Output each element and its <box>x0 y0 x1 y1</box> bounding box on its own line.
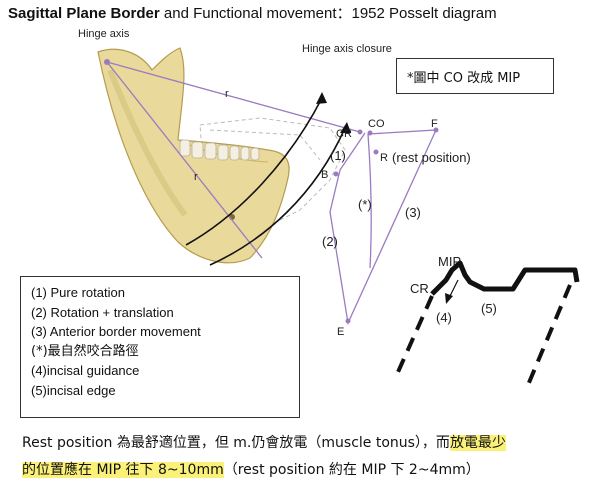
legend-item: (2) Rotation + translation <box>31 304 174 320</box>
title-rest: and Functional movement：1952 Posselt dia… <box>159 5 497 22</box>
label-path-5: (5) <box>481 301 497 316</box>
diagram-title: Sagittal Plane Border and Functional mov… <box>8 2 497 23</box>
label-radius-mid: r <box>194 171 198 183</box>
caption-line-1: Rest position 為最舒適位置，但 m.仍會放電（muscle ton… <box>22 432 506 452</box>
caption-highlight: 放電最少 <box>449 435 506 451</box>
label-rest-position: (rest position) <box>392 150 471 165</box>
legend-item: (5)incisal edge <box>31 382 116 398</box>
legend-item: (1) Pure rotation <box>31 285 125 300</box>
legend-item: (4)incisal guidance <box>31 363 140 378</box>
caption-highlight: 的位置應在 MIP 往下 8~10mm <box>22 462 224 478</box>
label-cr-inset: CR <box>410 281 429 296</box>
label-r-point: R <box>380 152 388 164</box>
posselt-envelope <box>329 129 438 326</box>
label-path-1: (1) <box>330 148 346 163</box>
label-mip: MIP <box>438 254 461 269</box>
legend-box: (1) Pure rotation (2) Rotation + transla… <box>20 276 300 418</box>
mandible-illustration <box>97 47 290 264</box>
label-f: F <box>431 118 438 130</box>
note-box: *圖中 CO 改成 MIP <box>396 58 554 94</box>
hinge-arcs <box>185 92 351 266</box>
label-path-star: (*) <box>358 197 372 212</box>
incisal-path-inset <box>396 260 580 386</box>
label-b: B <box>321 169 328 181</box>
label-radius-top: r <box>225 88 229 100</box>
legend-item: (3) Anterior border movement <box>31 324 201 339</box>
label-path-4: (4) <box>436 310 452 325</box>
label-hinge-axis-closure: Hinge axis closure <box>302 43 392 55</box>
legend-item: (*)最自然咬合路徑 <box>31 343 139 359</box>
ghost-mandible-outline <box>199 117 346 231</box>
envelope-points <box>333 127 439 324</box>
label-path-2: (2) <box>322 234 338 249</box>
label-cr: CR <box>336 128 352 140</box>
caption-line-2: 的位置應在 MIP 往下 8~10mm（rest position 約在 MIP… <box>22 459 480 479</box>
label-co: CO <box>368 118 385 130</box>
hinge-axis-point <box>104 59 110 65</box>
caption-text: （rest position 約在 MIP 下 2~4mm） <box>223 462 480 478</box>
label-e: E <box>337 326 344 338</box>
label-hinge-axis: Hinge axis <box>78 28 130 40</box>
radius-lines <box>106 61 361 259</box>
caption-text: Rest position 為最舒適位置，但 m.仍會放電（muscle ton… <box>22 435 450 451</box>
title-bold: Sagittal Plane Border <box>8 5 160 22</box>
label-path-3: (3) <box>405 205 421 220</box>
